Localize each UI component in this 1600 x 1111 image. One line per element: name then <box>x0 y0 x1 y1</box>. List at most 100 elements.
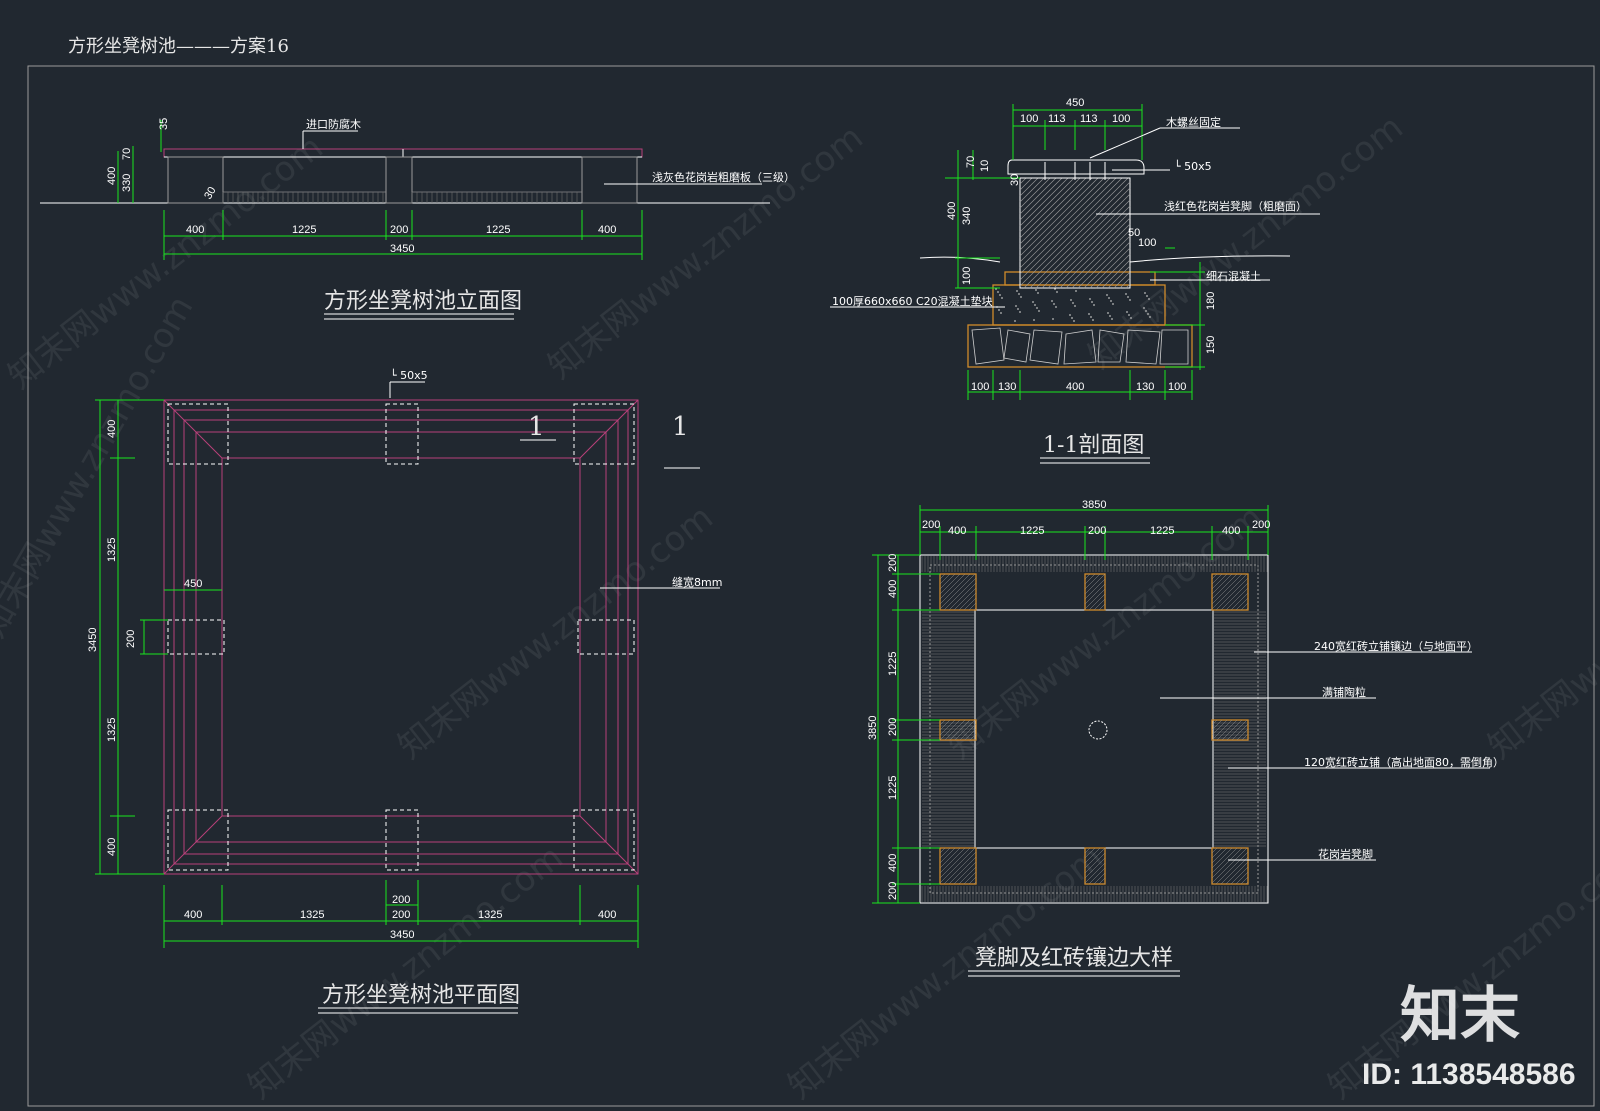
section-view: 450 100 113 113 100 100 130 400 130 100 … <box>830 97 1320 464</box>
detail-dim-total: 3850 <box>1082 499 1106 511</box>
rubble-stones <box>971 327 1189 365</box>
section-dim-113: 113 <box>1080 113 1098 125</box>
elev-dim-1225: 1225 <box>486 224 510 236</box>
wood-seat <box>1007 159 1145 175</box>
elev-dim-ticks <box>163 210 643 260</box>
section-mark-label: 1 <box>672 412 689 442</box>
section-dim-left-400: 400 <box>946 202 958 220</box>
plan-inner-edge <box>221 457 581 817</box>
section-dim-100: 100 <box>1112 113 1130 125</box>
watermark-text: 知末网www.znzmo.com <box>781 837 1111 1107</box>
detail-note-brick120: 120宽红砖立铺（高出地面80，需倒角） <box>1304 755 1504 769</box>
detail-dim-v: 400 <box>887 854 899 872</box>
elev-note-wood: 进口防腐木 <box>306 117 361 131</box>
section-dim-right-180: 180 <box>1205 292 1217 310</box>
plan-note-angle: └ 50x5 <box>390 368 428 382</box>
watermark-id: ID: 1138548586 <box>1362 1058 1576 1091</box>
section-note-granite-leg: 浅红色花岗岩凳脚（粗磨面） <box>1164 199 1307 213</box>
detail-dim-h: 400 <box>948 525 966 537</box>
section-dim-left-100: 100 <box>961 267 973 285</box>
section-dim-100: 100 <box>1020 113 1038 125</box>
detail-dim-v: 400 <box>887 580 899 598</box>
wood-screws <box>1044 162 1106 180</box>
plan-dim-400: 400 <box>598 909 616 921</box>
plan-dim-200-left: 200 <box>125 630 137 648</box>
section-note-screw: 木螺丝固定 <box>1166 115 1221 129</box>
elev-dim-v-30: 30 <box>202 185 219 202</box>
watermark-text: 知末网www.znzmo.com <box>241 837 571 1107</box>
section-note-pad: 100厚660x660 C20混凝土垫块 <box>832 294 993 308</box>
detail-note-ceramsite: 满铺陶粒 <box>1322 685 1366 699</box>
watermark-text: 知末网www.znzmo.com <box>941 497 1271 767</box>
detail-view: 3850 200 400 1225 200 1225 400 200 200 4… <box>867 499 1504 977</box>
section-dim-left-340: 340 <box>961 207 973 225</box>
detail-dim-h: 400 <box>1222 525 1240 537</box>
plan-outer-edge <box>163 399 639 875</box>
plan-dim-v-total: 3450 <box>87 628 99 652</box>
section-dim-bottom-100: 100 <box>971 381 989 393</box>
plan-dim-1325: 1325 <box>478 909 502 921</box>
plan-dim-450: 450 <box>184 578 202 590</box>
detail-granite-legs <box>939 573 1249 885</box>
detail-dim-h: 200 <box>922 519 940 531</box>
detail-dim-h: 1225 <box>1020 525 1044 537</box>
section-dim-right-50: 50 <box>1128 227 1140 239</box>
bench-leg <box>385 156 413 204</box>
detail-dim-v-total: 3850 <box>867 716 879 740</box>
detail-outer-border <box>919 554 1269 904</box>
section-dim-bottom-130: 130 <box>998 381 1016 393</box>
plan-dim-1325: 1325 <box>300 909 324 921</box>
section-dim-113: 113 <box>1048 113 1066 125</box>
plan-dim-bottom-200: 200 <box>392 894 410 906</box>
granite-leg-hatch <box>1019 177 1131 289</box>
section-dim-bottom-100: 100 <box>1168 381 1186 393</box>
elev-dim-400: 400 <box>598 224 616 236</box>
watermark-text: 知末网www.znzmo.com <box>391 497 721 767</box>
ground-surface <box>1129 255 1291 263</box>
plan-dim-v-400: 400 <box>106 420 118 438</box>
detail-dim-v: 200 <box>887 882 899 900</box>
watermark-logo: 知末 ID: 1138548586 <box>1362 981 1576 1091</box>
detail-dim-h: 200 <box>1252 519 1270 531</box>
plan-dim-total: 3450 <box>390 929 414 941</box>
elev-dim-v-330: 330 <box>121 174 133 192</box>
plan-bench-legs <box>167 403 635 871</box>
section-dim-450: 450 <box>1066 97 1084 109</box>
detail-dim-h: 200 <box>1088 525 1106 537</box>
detail-note-granite-leg: 花岗岩凳脚 <box>1318 847 1373 861</box>
section-dim-left-30: 30 <box>1009 174 1021 186</box>
detail-dim-v: 1225 <box>887 776 899 800</box>
elev-dim-v-35: 35 <box>158 118 170 130</box>
watermark-logo-text: 知末 <box>1400 981 1520 1051</box>
plan-dim-v-400: 400 <box>106 838 118 856</box>
sheet-title: 方形坐凳树池———方案16 <box>68 36 289 57</box>
plan-dim-400: 400 <box>184 909 202 921</box>
concrete-aggregate <box>995 288 1151 322</box>
elevation-title: 方形坐凳树池立面图 <box>324 289 522 314</box>
ground-hatch <box>222 192 578 203</box>
elev-dim-200: 200 <box>390 224 408 236</box>
watermark-text: 知末网www.znzmo.com <box>541 117 871 387</box>
section-note-concrete: 细石混凝土 <box>1206 269 1261 283</box>
elev-dim-total: 3450 <box>390 243 414 255</box>
elev-note-granite: 浅灰色花岗岩粗磨板（三级） <box>652 170 795 184</box>
fine-concrete <box>1004 271 1156 286</box>
plan-note-gap: 缝宽8mm <box>672 575 722 589</box>
detail-note-brick240: 240宽红砖立铺镶边（与地面平） <box>1314 639 1478 653</box>
plan-corner-miters <box>163 399 639 875</box>
elev-dim-1225: 1225 <box>292 224 316 236</box>
detail-dim-v: 200 <box>887 554 899 572</box>
plan-view: 1 1 └ 50x5 缝宽8mm 450 200 400 1325 1325 4… <box>87 368 722 1014</box>
elev-dim-v-400: 400 <box>106 167 118 185</box>
section-dim-right-100: 100 <box>1138 237 1156 249</box>
elev-dim-400: 400 <box>186 224 204 236</box>
section-mark-label: 1 <box>528 412 545 442</box>
section-note-angle: └ 50x5 <box>1174 159 1212 173</box>
section-dim-bottom-130: 130 <box>1136 381 1154 393</box>
plan-title: 方形坐凳树池平面图 <box>322 983 520 1008</box>
tree-trunk-symbol <box>1088 720 1108 740</box>
section-title: 1-1剖面图 <box>1043 433 1144 458</box>
elevation-view: 400 330 70 35 30 400 1225 200 1225 400 3… <box>40 117 795 320</box>
detail-title: 凳脚及红砖镶边大样 <box>975 946 1173 971</box>
